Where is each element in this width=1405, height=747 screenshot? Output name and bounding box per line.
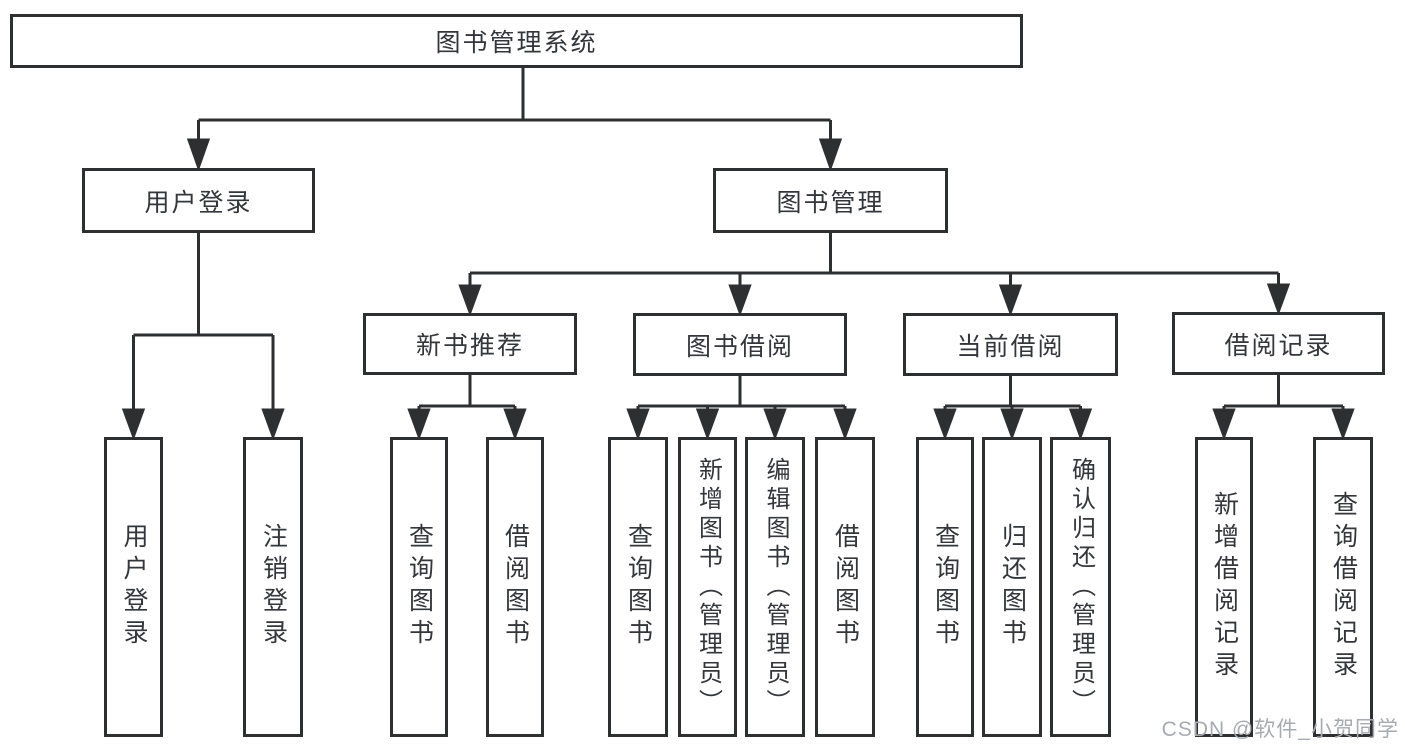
leaf-borrow-add-book-admin-label: 新增图书（管理员）	[694, 456, 722, 718]
leaf-logout-label: 注销登录	[259, 523, 288, 651]
leaf-borrow-borrow-books: 借阅图书	[815, 437, 875, 737]
connector-recommend-children	[407, 374, 527, 441]
node-borrow-records: 借阅记录	[1172, 312, 1385, 375]
leaf-records-add-record: 新增借阅记录	[1195, 437, 1253, 737]
leaf-records-query-record: 查询借阅记录	[1313, 437, 1373, 737]
leaf-borrow-query-books-label: 查询图书	[624, 523, 653, 651]
leaf-records-add-record-label: 新增借阅记录	[1210, 491, 1239, 683]
leaf-logout: 注销登录	[243, 437, 303, 737]
leaf-current-return-books: 归还图书	[982, 437, 1042, 737]
leaf-borrow-borrow-books-label: 借阅图书	[831, 523, 860, 651]
node-new-book-recommend: 新书推荐	[363, 313, 577, 375]
leaf-current-return-books-label: 归还图书	[998, 523, 1027, 651]
leaf-current-query-books-label: 查询图书	[931, 523, 960, 651]
node-library-management-system: 图书管理系统	[10, 14, 1023, 68]
leaf-recommend-query-books: 查询图书	[390, 437, 448, 737]
connector-records-children	[1212, 375, 1355, 441]
leaf-user-login: 用户登录	[104, 437, 163, 737]
leaf-current-confirm-return-admin: 确认归还（管理员）	[1050, 437, 1111, 737]
leaf-user-login-label: 用户登录	[120, 523, 148, 651]
node-book-management: 图书管理	[713, 168, 948, 233]
connector-root-to-level2	[186, 68, 843, 172]
connector-current-children	[933, 376, 1093, 441]
leaf-borrow-edit-book-admin: 编辑图书（管理员）	[745, 437, 805, 737]
leaf-borrow-add-book-admin: 新增图书（管理员）	[678, 437, 737, 737]
leaf-recommend-borrow-books-label: 借阅图书	[501, 523, 530, 651]
connector-borrow-children	[626, 376, 857, 441]
csdn-watermark: CSDN @软件_小贺同学	[1161, 718, 1399, 741]
node-user-login: 用户登录	[82, 168, 315, 233]
leaf-current-confirm-return-admin-label: 确认归还（管理员）	[1067, 456, 1095, 718]
node-book-borrow: 图书借阅	[633, 313, 847, 376]
leaf-recommend-borrow-books: 借阅图书	[486, 437, 544, 737]
leaf-records-query-record-label: 查询借阅记录	[1329, 491, 1358, 683]
node-current-borrow: 当前借阅	[903, 313, 1118, 376]
leaf-borrow-query-books: 查询图书	[608, 437, 668, 737]
leaf-recommend-query-books-label: 查询图书	[405, 523, 434, 651]
connector-user-login-children	[121, 233, 285, 441]
leaf-current-query-books: 查询图书	[916, 437, 974, 737]
leaf-borrow-edit-book-admin-label: 编辑图书（管理员）	[762, 456, 789, 718]
connector-book-management-children	[458, 233, 1291, 317]
